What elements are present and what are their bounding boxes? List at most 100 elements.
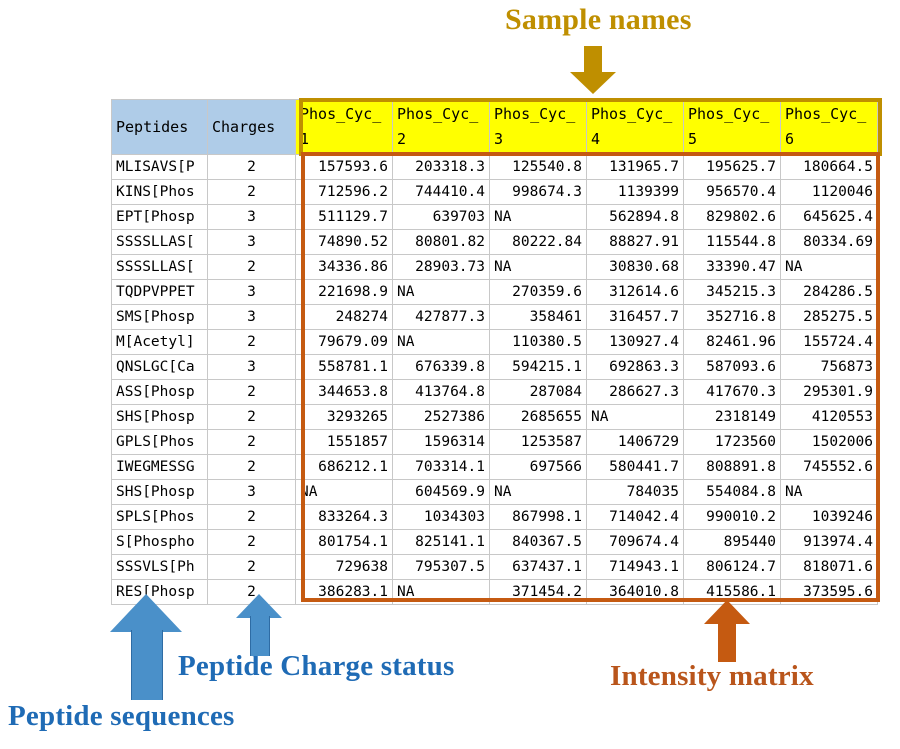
cell-intensity[interactable]: 364010.8 [586, 579, 684, 605]
cell-intensity[interactable]: 709674.4 [586, 529, 684, 555]
cell-intensity[interactable]: 714943.1 [586, 554, 684, 580]
cell-intensity[interactable]: 511129.7 [295, 204, 393, 230]
cell-intensity[interactable]: 1502006 [780, 429, 878, 455]
cell-intensity[interactable]: 795307.5 [392, 554, 490, 580]
cell-charge[interactable]: 2 [207, 554, 296, 580]
cell-charge[interactable]: 3 [207, 479, 296, 505]
cell-intensity[interactable]: NA [489, 204, 587, 230]
cell-intensity[interactable]: 386283.1 [295, 579, 393, 605]
cell-intensity[interactable]: 28903.73 [392, 254, 490, 280]
cell-intensity[interactable]: 645625.4 [780, 204, 878, 230]
cell-intensity[interactable]: 1406729 [586, 429, 684, 455]
cell-intensity[interactable]: 692863.3 [586, 354, 684, 380]
cell-intensity[interactable]: 1034303 [392, 504, 490, 530]
cell-peptide[interactable]: SSSSLLAS[ [111, 254, 208, 280]
cell-intensity[interactable]: 358461 [489, 304, 587, 330]
column-header-sample-3[interactable]: Phos_Cyc_3 [489, 99, 587, 155]
cell-intensity[interactable]: 825141.1 [392, 529, 490, 555]
cell-intensity[interactable]: 371454.2 [489, 579, 587, 605]
cell-peptide[interactable]: MLISAVS[P [111, 154, 208, 180]
cell-intensity[interactable]: 1039246 [780, 504, 878, 530]
cell-intensity[interactable]: 312614.6 [586, 279, 684, 305]
column-header-sample-2[interactable]: Phos_Cyc_2 [392, 99, 490, 155]
cell-intensity[interactable]: 818071.6 [780, 554, 878, 580]
cell-intensity[interactable]: 744410.4 [392, 179, 490, 205]
cell-intensity[interactable]: 180664.5 [780, 154, 878, 180]
cell-intensity[interactable]: 895440 [683, 529, 781, 555]
cell-intensity[interactable]: 270359.6 [489, 279, 587, 305]
cell-intensity[interactable]: 413764.8 [392, 379, 490, 405]
cell-intensity[interactable]: 110380.5 [489, 329, 587, 355]
cell-intensity[interactable]: 287084 [489, 379, 587, 405]
cell-intensity[interactable]: 203318.3 [392, 154, 490, 180]
cell-charge[interactable]: 3 [207, 204, 296, 230]
cell-intensity[interactable]: 286627.3 [586, 379, 684, 405]
cell-charge[interactable]: 3 [207, 229, 296, 255]
cell-peptide[interactable]: KINS[Phos [111, 179, 208, 205]
cell-intensity[interactable]: 554084.8 [683, 479, 781, 505]
cell-intensity[interactable]: 829802.6 [683, 204, 781, 230]
column-header-peptides[interactable]: Peptides [111, 99, 208, 155]
cell-intensity[interactable]: 80334.69 [780, 229, 878, 255]
cell-intensity[interactable]: 1139399 [586, 179, 684, 205]
cell-intensity[interactable]: 295301.9 [780, 379, 878, 405]
cell-charge[interactable]: 2 [207, 504, 296, 530]
cell-intensity[interactable]: 125540.8 [489, 154, 587, 180]
cell-intensity[interactable]: 344653.8 [295, 379, 393, 405]
cell-intensity[interactable]: NA [295, 479, 393, 505]
cell-peptide[interactable]: ASS[Phosp [111, 379, 208, 405]
cell-intensity[interactable]: 956570.4 [683, 179, 781, 205]
cell-intensity[interactable]: 248274 [295, 304, 393, 330]
cell-intensity[interactable]: NA [392, 579, 490, 605]
cell-intensity[interactable]: 221698.9 [295, 279, 393, 305]
cell-intensity[interactable]: 2318149 [683, 404, 781, 430]
cell-intensity[interactable]: NA [392, 279, 490, 305]
cell-intensity[interactable]: NA [780, 479, 878, 505]
cell-intensity[interactable]: 784035 [586, 479, 684, 505]
cell-intensity[interactable]: 80801.82 [392, 229, 490, 255]
cell-peptide[interactable]: IWEGMESSG [111, 454, 208, 480]
cell-charge[interactable]: 3 [207, 354, 296, 380]
cell-charge[interactable]: 2 [207, 329, 296, 355]
cell-intensity[interactable]: 131965.7 [586, 154, 684, 180]
cell-intensity[interactable]: 580441.7 [586, 454, 684, 480]
cell-intensity[interactable]: 88827.91 [586, 229, 684, 255]
column-header-sample-1[interactable]: Phos_Cyc_1 [295, 99, 393, 155]
cell-intensity[interactable]: 745552.6 [780, 454, 878, 480]
cell-peptide[interactable]: SHS[Phosp [111, 404, 208, 430]
peptide-intensity-table[interactable]: Peptides Charges Phos_Cyc_1 Phos_Cyc_2 P… [111, 99, 878, 605]
cell-intensity[interactable]: 833264.3 [295, 504, 393, 530]
cell-intensity[interactable]: 155724.4 [780, 329, 878, 355]
cell-intensity[interactable]: 373595.6 [780, 579, 878, 605]
cell-intensity[interactable]: 806124.7 [683, 554, 781, 580]
cell-intensity[interactable]: 686212.1 [295, 454, 393, 480]
cell-intensity[interactable]: 417670.3 [683, 379, 781, 405]
cell-intensity[interactable]: 195625.7 [683, 154, 781, 180]
cell-intensity[interactable]: 427877.3 [392, 304, 490, 330]
cell-intensity[interactable]: 345215.3 [683, 279, 781, 305]
cell-peptide[interactable]: GPLS[Phos [111, 429, 208, 455]
cell-intensity[interactable]: 82461.96 [683, 329, 781, 355]
spreadsheet-table-container[interactable]: Peptides Charges Phos_Cyc_1 Phos_Cyc_2 P… [111, 99, 900, 605]
cell-intensity[interactable]: 808891.8 [683, 454, 781, 480]
cell-intensity[interactable]: 4120553 [780, 404, 878, 430]
cell-intensity[interactable]: 801754.1 [295, 529, 393, 555]
cell-intensity[interactable]: 115544.8 [683, 229, 781, 255]
cell-intensity[interactable]: 594215.1 [489, 354, 587, 380]
cell-intensity[interactable]: 712596.2 [295, 179, 393, 205]
column-header-sample-6[interactable]: Phos_Cyc_6 [780, 99, 878, 155]
cell-intensity[interactable]: 34336.86 [295, 254, 393, 280]
column-header-sample-5[interactable]: Phos_Cyc_5 [683, 99, 781, 155]
cell-intensity[interactable]: 714042.4 [586, 504, 684, 530]
cell-charge[interactable]: 2 [207, 154, 296, 180]
cell-intensity[interactable]: 1596314 [392, 429, 490, 455]
